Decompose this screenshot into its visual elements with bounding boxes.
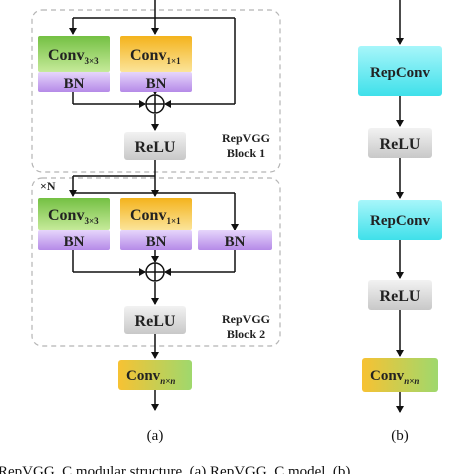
block2-repeat-label: ×N	[40, 179, 56, 193]
panel-a-convnn-label: Convn×n	[126, 368, 175, 386]
block2-bn-c-label: BN	[225, 234, 246, 250]
block2-conv1x1-label: Conv1×1	[130, 207, 181, 226]
block2-bn-b-label: BN	[146, 234, 167, 250]
block2-conv3x3-label: Conv3×3	[48, 207, 99, 226]
panel-b-convnn-label: Convn×n	[370, 368, 419, 386]
panel-b-repconv2-box	[358, 200, 442, 240]
panel-b-convnn-box	[362, 358, 438, 392]
block1-bn-b-label: BN	[146, 76, 167, 92]
block1-relu-box	[124, 132, 186, 160]
panel-b-repconv1-label: RepConv	[370, 65, 431, 81]
panel-b-relu2-box	[368, 280, 432, 310]
panel-b-relu1-box	[368, 128, 432, 158]
panel-b-caption: (b)	[391, 428, 409, 444]
block1-conv3x3-label: Conv3×3	[48, 47, 99, 66]
panel-b-repconv2-label: RepConv	[370, 213, 431, 229]
repvgg-block2-container	[31, 177, 281, 347]
block2-connections	[69, 175, 239, 411]
block1-conv1x1-box	[120, 36, 192, 72]
block1-relu-label: ReLU	[135, 139, 176, 156]
block1-connections	[69, 0, 236, 193]
block1-bn-a-box	[38, 72, 110, 92]
block2-bn-a-box	[38, 230, 110, 250]
block1-bn-b-box	[120, 72, 192, 92]
figure-caption-partial: RepVGG_C modular structure. (a) RepVGG_C…	[0, 464, 365, 474]
block1-label-line1: RepVGG	[222, 131, 270, 145]
panel-b-relu2-label: ReLU	[380, 288, 421, 305]
block2-conv3x3-box	[38, 198, 110, 230]
block2-bn-a-label: BN	[64, 234, 85, 250]
panel-a-convnn-box	[118, 360, 192, 390]
block1-conv1x1-label: Conv1×1	[130, 47, 181, 66]
block2-conv1x1-box	[120, 198, 192, 230]
block2-bn-b-box	[120, 230, 192, 250]
panel-a-caption: (a)	[147, 428, 164, 444]
block2-label-line2: Block 2	[227, 327, 265, 341]
block1-bn-a-label: BN	[64, 76, 85, 92]
block2-relu-box	[124, 306, 186, 334]
panel-b-relu1-label: ReLU	[380, 136, 421, 153]
block1-label-line2: Block 1	[227, 146, 265, 160]
block2-bn-c-box	[198, 230, 272, 250]
block1-conv3x3-box	[38, 36, 110, 72]
panel-b-repconv1-box	[358, 46, 442, 96]
block2-label-line1: RepVGG	[222, 312, 270, 326]
repvgg-block1-container	[31, 9, 281, 173]
block2-relu-label: ReLU	[135, 313, 176, 330]
